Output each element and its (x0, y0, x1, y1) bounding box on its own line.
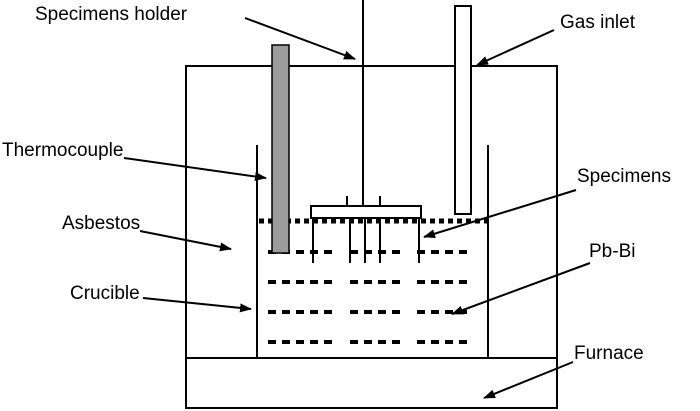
pbbi-liquid-dashes (268, 250, 471, 344)
label-crucible: Crucible (70, 283, 140, 304)
arrow-specimens-holder (244, 17, 356, 60)
arrow-crucible (142, 297, 252, 313)
arrow-thermocouple (123, 157, 267, 181)
arrow-gas-inlet (476, 29, 555, 66)
label-specimens: Specimens (577, 166, 671, 187)
thermocouple-rod (271, 44, 290, 254)
arrow-specimens (423, 189, 577, 239)
annotation-arrows (123, 17, 591, 399)
label-thermocouple: Thermocouple (2, 140, 124, 161)
arrow-furnace (483, 361, 574, 399)
label-pb-bi: Pb-Bi (589, 241, 636, 262)
label-gas-inlet: Gas inlet (560, 12, 635, 33)
holder-crossbar (310, 205, 422, 219)
label-furnace: Furnace (574, 343, 644, 364)
arrow-asbestos (139, 230, 232, 252)
label-specimens-holder: Specimens holder (35, 4, 188, 25)
specimen-plates (312, 218, 420, 263)
arrow-pb-bi (451, 262, 591, 315)
furnace-outline (185, 65, 558, 409)
label-asbestos: Asbestos (62, 213, 141, 234)
gas-inlet-tube (454, 5, 472, 215)
